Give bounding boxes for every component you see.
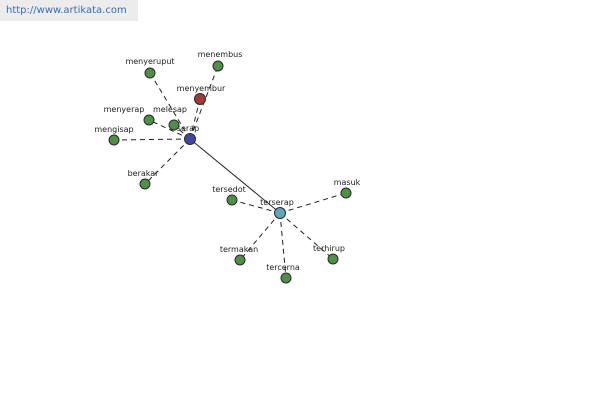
node-tercerna[interactable]: tercerna xyxy=(266,263,300,284)
node-label-termakan[interactable]: termakan xyxy=(220,245,258,254)
nodes-layer: serap terserap menyeruput menembus menyembur… xyxy=(94,50,361,284)
node-label-terhirup[interactable]: terhirup xyxy=(313,244,345,253)
node-tersedot[interactable]: tersedot xyxy=(212,185,246,206)
node-label-menyembur[interactable]: menyembur xyxy=(177,84,226,93)
edge-serap-berakar xyxy=(144,138,191,185)
node-circle-serap[interactable] xyxy=(184,133,196,145)
node-mengisap[interactable]: mengisap xyxy=(94,125,134,146)
node-circle-terserap[interactable] xyxy=(274,207,286,219)
node-label-melesap[interactable]: melesap xyxy=(153,105,187,114)
node-label-masuk[interactable]: masuk xyxy=(334,178,361,187)
node-label-berakar[interactable]: berakar xyxy=(128,169,160,178)
node-label-menyeruput[interactable]: menyeruput xyxy=(125,57,174,66)
node-circle-termakan[interactable] xyxy=(234,254,246,266)
node-label-menyerap[interactable]: menyerap xyxy=(104,105,145,114)
node-circle-terhirup[interactable] xyxy=(327,253,339,265)
edge-terserap-terhirup xyxy=(279,212,334,260)
node-termakan[interactable]: termakan xyxy=(220,245,258,266)
node-menyerap[interactable]: menyerap xyxy=(104,105,155,126)
node-masuk[interactable]: masuk xyxy=(334,178,361,199)
node-menembus[interactable]: menembus xyxy=(198,50,243,72)
node-circle-menembus[interactable] xyxy=(212,60,224,72)
node-circle-tercerna[interactable] xyxy=(280,272,292,284)
edge-serap-terserap xyxy=(189,138,281,214)
node-label-tercerna[interactable]: tercerna xyxy=(266,263,300,272)
node-circle-berakar[interactable] xyxy=(139,178,151,190)
edge-serap-menyembur xyxy=(189,98,201,140)
node-menyembur[interactable]: menyembur xyxy=(177,84,226,105)
edge-terserap-termakan xyxy=(239,212,281,261)
node-serap[interactable]: serap xyxy=(177,124,199,145)
edge-terserap-masuk xyxy=(279,192,347,214)
node-label-mengisap[interactable]: mengisap xyxy=(94,125,133,134)
node-circle-mengisap[interactable] xyxy=(108,134,120,146)
edge-terserap-tercerna xyxy=(279,212,287,279)
node-circle-masuk[interactable] xyxy=(340,187,352,199)
node-terserap[interactable]: terserap xyxy=(260,198,294,219)
node-circle-menyerap[interactable] xyxy=(143,114,155,126)
node-label-menembus[interactable]: menembus xyxy=(198,50,243,59)
node-circle-tersedot[interactable] xyxy=(226,194,238,206)
edge-serap-mengisap xyxy=(113,138,191,141)
node-circle-menyeruput[interactable] xyxy=(144,67,156,79)
node-label-serap[interactable]: serap xyxy=(177,124,199,133)
node-berakar[interactable]: berakar xyxy=(128,169,160,190)
node-circle-menyembur[interactable] xyxy=(194,93,206,105)
node-menyeruput[interactable]: menyeruput xyxy=(125,57,175,79)
edge-serap-menyerap xyxy=(148,119,191,140)
node-melesap[interactable]: melesap xyxy=(153,105,187,131)
edge-serap-menyeruput xyxy=(149,72,191,140)
node-label-terserap[interactable]: terserap xyxy=(260,198,294,207)
node-circle-melesap[interactable] xyxy=(168,119,180,131)
source-url[interactable]: http://www.artikata.com xyxy=(0,0,138,21)
node-label-tersedot[interactable]: tersedot xyxy=(212,185,246,194)
node-terhirup[interactable]: terhirup xyxy=(313,244,345,265)
